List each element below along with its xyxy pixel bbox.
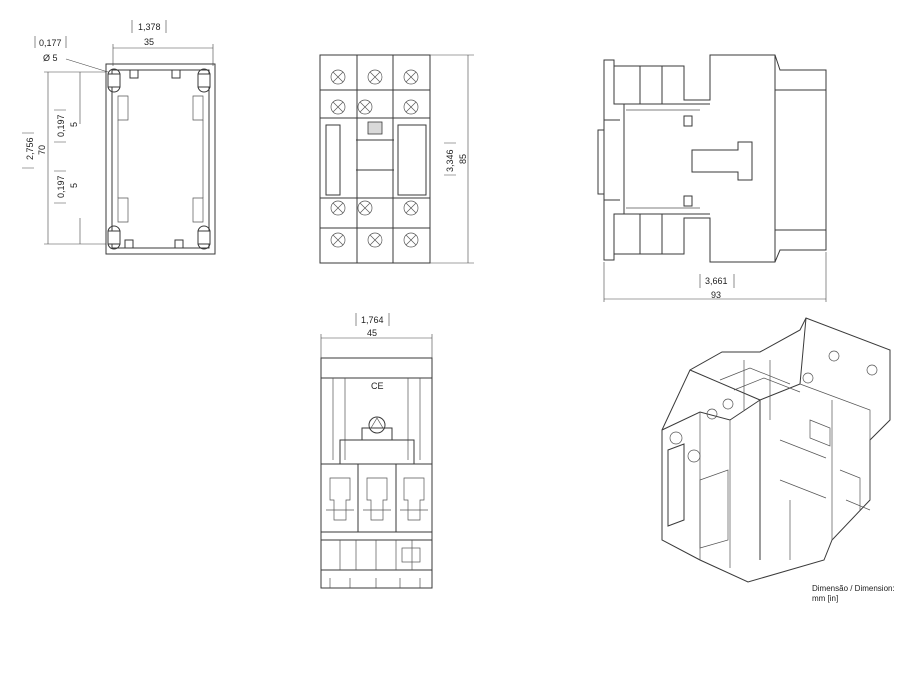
hole-mm-label: Ø 5	[43, 53, 58, 63]
height85-in-label: 3,346	[445, 149, 455, 172]
width45-in-label: 1,764	[361, 315, 384, 325]
hole-dimension: 0,177 Ø 5	[34, 36, 109, 73]
width45-mm-label: 45	[367, 328, 377, 338]
upper-mm-label: 5	[69, 122, 79, 127]
upper-in-label: 0,197	[56, 114, 66, 137]
height-dimension: 2,756 70 0,197 5 0,197 5	[22, 71, 106, 245]
depth-in-label: 3,661	[705, 276, 728, 286]
height-dimension-85: 3,346 85	[430, 54, 474, 264]
width-dimension-45: 1,764 45	[320, 313, 433, 358]
depth-mm-label: 93	[711, 290, 721, 300]
mounting-plate-view: 1,378 35 0,177 Ø 5 2,756 70 0,197 5 0,19…	[22, 20, 216, 255]
contactor-side-view: 3,661 93	[597, 54, 827, 302]
width-dimension: 1,378 35	[112, 20, 214, 66]
contactor-isometric-view	[661, 317, 891, 583]
lower-in-label: 0,197	[56, 175, 66, 198]
contactor-front-view: 3,346 85	[319, 54, 474, 264]
contactor-top-view: 1,764 45 CE	[320, 313, 433, 589]
caption-line-1: Dimensão / Dimension:	[812, 584, 895, 593]
ce-mark: CE	[371, 381, 384, 391]
width-mm-label: 35	[144, 37, 154, 47]
depth-dimension-93: 3,661 93	[603, 252, 827, 302]
lower-mm-label: 5	[69, 183, 79, 188]
height-in-label: 2,756	[25, 137, 35, 160]
width-in-label: 1,378	[138, 22, 161, 32]
height85-mm-label: 85	[458, 154, 468, 164]
dimension-units-caption: Dimensão / Dimension: mm [in]	[812, 584, 895, 604]
height-mm-label: 70	[37, 145, 47, 155]
caption-line-2: mm [in]	[812, 594, 839, 603]
hole-in-label: 0,177	[39, 38, 62, 48]
